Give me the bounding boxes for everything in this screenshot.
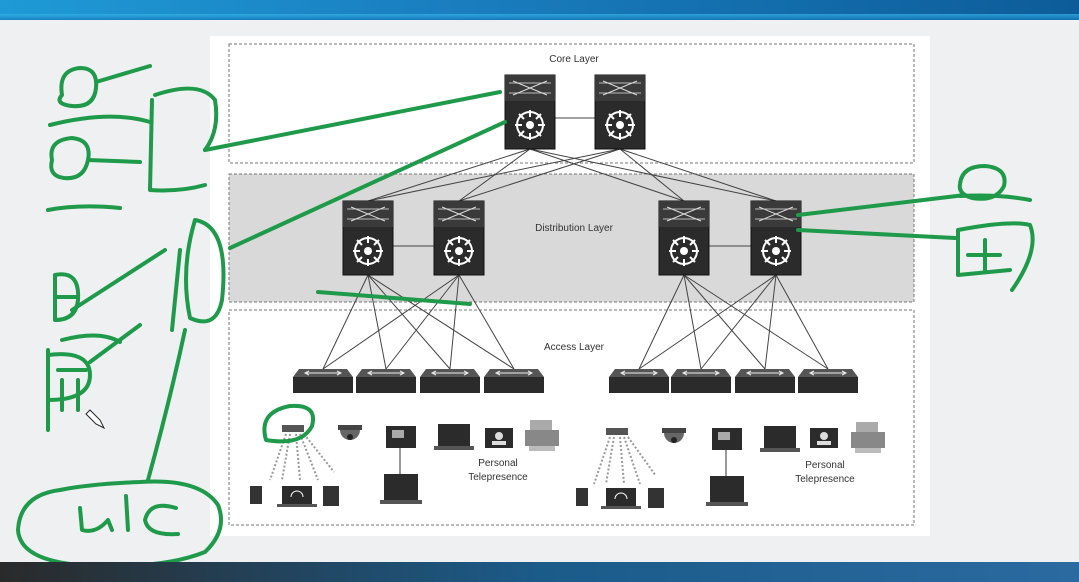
- distribution-switch-3: [658, 200, 710, 276]
- distribution-switch-1: [342, 200, 394, 276]
- access-switch-4: [483, 368, 545, 394]
- desktop-monitor-icon: [380, 474, 422, 504]
- access-switch-8: [797, 368, 859, 394]
- handwritten-annotations: [16, 64, 1035, 569]
- wireless-clients-right: [576, 488, 664, 509]
- top-window-bar: [0, 0, 1079, 20]
- top-bar-highlight: [0, 14, 1079, 20]
- bottom-window-bar: [0, 562, 1079, 582]
- access-switch-1: [292, 368, 354, 394]
- access-switch-5: [608, 368, 670, 394]
- wireless-access-point-left: [269, 425, 335, 481]
- desktop-monitor-icon-right: [706, 476, 748, 506]
- core-layer-label: Core Layer: [549, 54, 599, 65]
- distribution-layer-box: [228, 173, 915, 303]
- core-layer-box: [228, 43, 915, 164]
- security-camera-icon: [338, 425, 362, 440]
- wireless-access-point-right: [593, 428, 657, 485]
- ip-phone-icon-right: [712, 428, 742, 476]
- security-camera-icon-right: [662, 428, 686, 443]
- video-endpoint-icon-right: [810, 428, 838, 448]
- access-switch-7: [734, 368, 796, 394]
- pencil-cursor-icon: [85, 409, 106, 430]
- distribution-layer-label: Distribution Layer: [535, 223, 613, 234]
- access-switch-6: [670, 368, 732, 394]
- laptop-icon-right: [760, 426, 800, 452]
- core-switch-1: [504, 74, 556, 150]
- access-layer-label: Access Layer: [544, 342, 605, 353]
- distribution-switch-2: [433, 200, 485, 276]
- wireless-clients-left: [250, 486, 339, 507]
- ip-phone-icon: [386, 426, 416, 474]
- access-switch-3: [419, 368, 481, 394]
- telepresence-label-right-1: Personal: [805, 460, 844, 471]
- telepresence-label-left-1: Personal: [478, 458, 517, 469]
- printer-icon-right: [851, 422, 885, 453]
- telepresence-label-right-2: Telepresence: [795, 474, 855, 485]
- distribution-switch-4: [750, 200, 802, 276]
- core-switch-2: [594, 74, 646, 150]
- distribution-access-links: [322, 274, 829, 370]
- access-switch-2: [355, 368, 417, 394]
- video-endpoint-icon: [485, 428, 513, 448]
- printer-icon: [525, 420, 559, 451]
- telepresence-label-left-2: Telepresence: [468, 472, 528, 483]
- laptop-icon: [434, 424, 474, 450]
- core-distribution-links: [367, 117, 777, 247]
- access-layer-box: [228, 309, 915, 526]
